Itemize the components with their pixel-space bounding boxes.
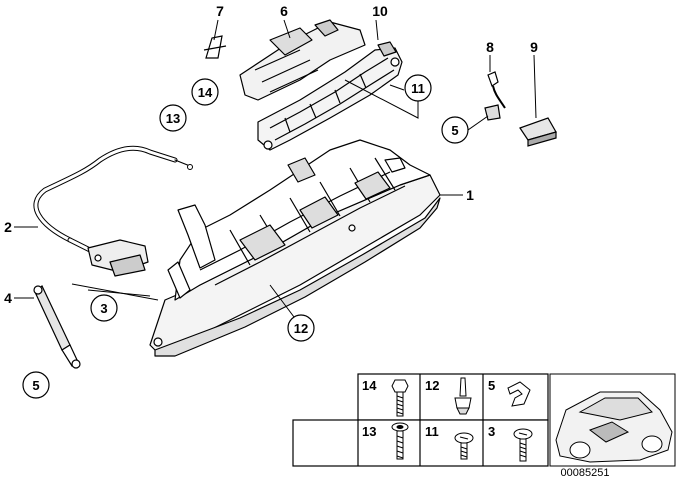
lock-actuator — [87, 239, 149, 277]
circle-12 — [287, 314, 315, 342]
circle-label-5-top: 5 — [451, 123, 458, 138]
retaining-clip — [203, 35, 227, 59]
callout-numbers: 7 6 10 8 9 1 2 4 — [4, 3, 538, 306]
callout-6: 6 — [280, 3, 288, 19]
legend-label-14: 14 — [362, 378, 377, 393]
callout-8: 8 — [486, 39, 494, 55]
circle-label-3: 3 — [100, 301, 107, 316]
legend-label-12: 12 — [425, 378, 439, 393]
glove-box-housing — [149, 139, 441, 357]
legend-label-3: 3 — [488, 424, 495, 439]
callout-10: 10 — [372, 3, 388, 19]
screw-13-icon — [391, 422, 409, 460]
connector-cable — [484, 71, 506, 121]
circle-14 — [191, 78, 219, 106]
reference-code: 00085251 — [561, 467, 610, 479]
circle-label-13: 13 — [166, 111, 180, 126]
buffer-icon — [454, 377, 472, 415]
screw-11-icon — [454, 432, 474, 460]
circle-label-14: 14 — [198, 85, 213, 100]
light-switch — [519, 117, 557, 147]
release-cable — [33, 145, 193, 253]
car-locator-thumbnail — [549, 373, 676, 467]
fastener-legend: 14 12 5 13 11 3 — [292, 373, 549, 467]
circle-5-top — [441, 116, 469, 144]
circle-label-12: 12 — [294, 321, 308, 336]
legend-label-13: 13 — [362, 424, 376, 439]
callout-7: 7 — [216, 3, 224, 19]
callout-1: 1 — [466, 187, 474, 203]
legend-label-11: 11 — [425, 424, 439, 439]
circled-callout-labels: 14 13 11 5 3 12 5 — [32, 81, 458, 393]
circled-callouts — [22, 74, 469, 399]
circle-13 — [159, 104, 187, 132]
gas-strut — [33, 285, 81, 369]
circle-3 — [90, 294, 118, 322]
support-bracket — [257, 41, 403, 151]
circle-label-5-bottom: 5 — [32, 378, 39, 393]
bolt-icon — [391, 379, 409, 417]
callout-4: 4 — [4, 290, 12, 306]
screw-3-icon — [513, 428, 533, 462]
callout-2: 2 — [4, 219, 12, 235]
circle-label-11: 11 — [411, 81, 425, 96]
legend-label-5: 5 — [488, 378, 495, 393]
callout-9: 9 — [530, 39, 538, 55]
cover-panel — [239, 19, 366, 101]
circle-11 — [404, 74, 432, 102]
circle-5-bottom — [22, 371, 50, 399]
clip-icon — [507, 381, 531, 407]
